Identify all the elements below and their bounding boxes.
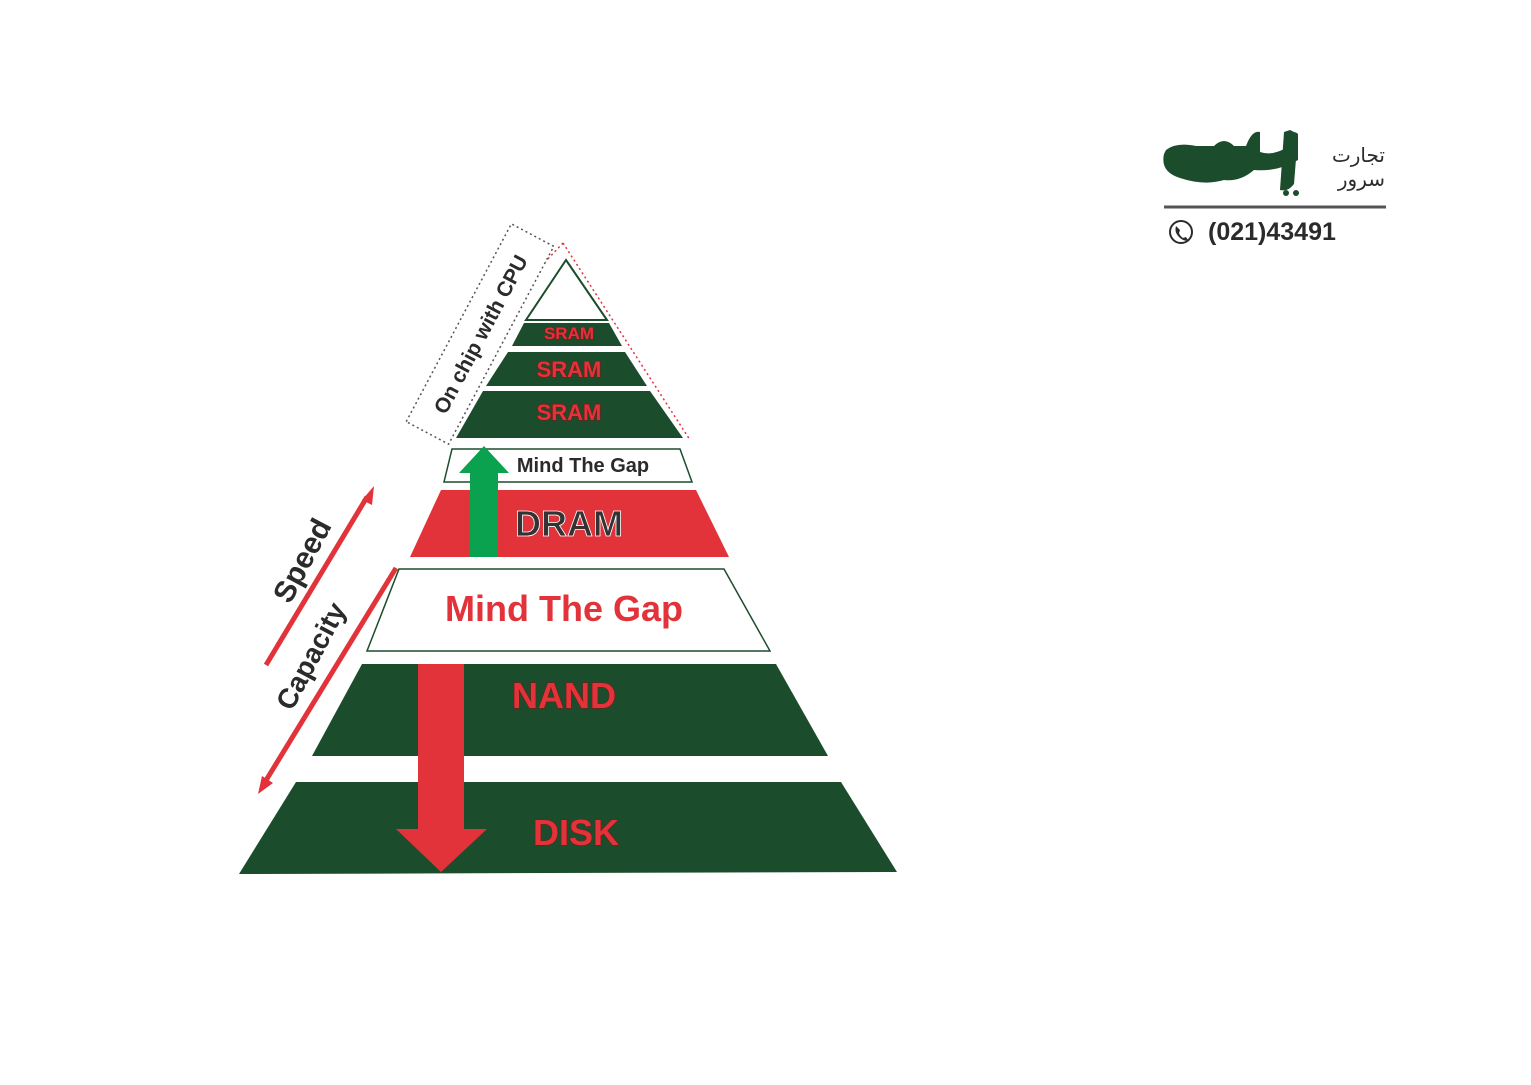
dram-label: DRAM [515, 503, 623, 544]
pyramid-tip [524, 258, 609, 321]
brand-stroke [1280, 130, 1298, 191]
gap-small-tier [443, 448, 694, 483]
on-chip-dotted-outline [562, 242, 691, 441]
disk-tier [239, 782, 897, 874]
disk-label: DISK [533, 812, 619, 853]
nand-label: NAND [512, 675, 616, 716]
sram-tier-2 [486, 352, 647, 386]
capacity-down-arrow [396, 664, 487, 872]
sram-tier-1 [512, 323, 622, 346]
phone-number: (021)43491 [1208, 218, 1336, 246]
sram-2-label: SRAM [537, 357, 602, 382]
phone-icon [1169, 220, 1193, 244]
brand-subtitle-1: تجارت [1332, 143, 1385, 167]
sram-1-label: SRAM [544, 324, 594, 343]
gap-large-label: Mind The Gap [445, 588, 683, 629]
on-chip-dotted-outline-left [544, 242, 564, 263]
sram-tier-3 [456, 391, 683, 438]
brand-wordmark [1163, 131, 1298, 183]
sram-3-label: SRAM [537, 400, 602, 425]
speed-up-arrow [459, 446, 509, 557]
gap-large-tier [365, 568, 772, 652]
brand-logo: تجارت سرور (021)43491 [1163, 130, 1386, 246]
brand-subtitle-2: سرور [1337, 167, 1385, 191]
gap-small-label: Mind The Gap [517, 455, 649, 477]
